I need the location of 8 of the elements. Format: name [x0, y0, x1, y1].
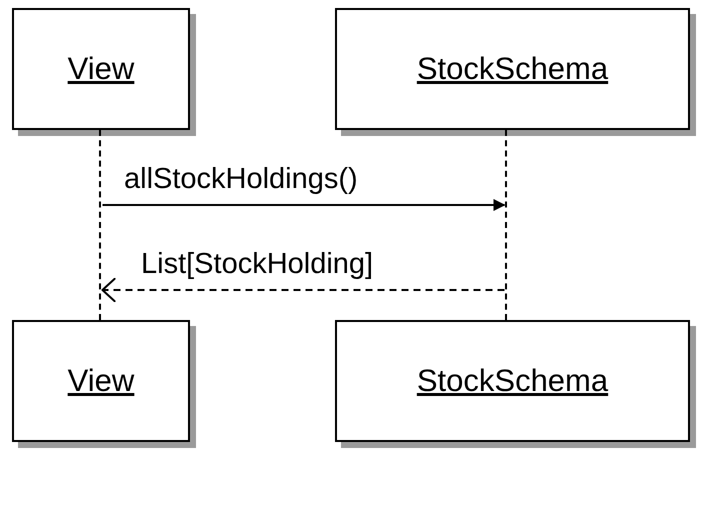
- message-arrow: [102, 199, 506, 211]
- participant-name: View: [68, 362, 134, 400]
- participant-name: StockSchema: [416, 362, 608, 400]
- lifeline: [99, 130, 102, 320]
- participant-name: View: [68, 50, 134, 88]
- participant-name: StockSchema: [416, 50, 608, 88]
- lifeline: [505, 130, 508, 320]
- message-arrow: [102, 277, 504, 303]
